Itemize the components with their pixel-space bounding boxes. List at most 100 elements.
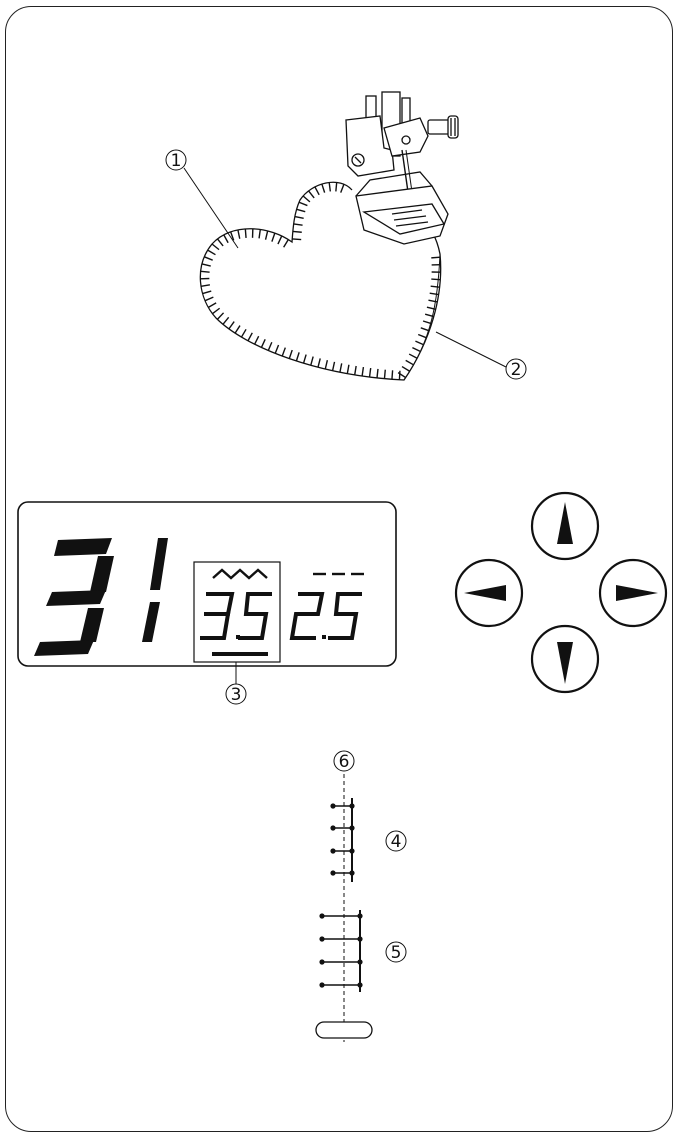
stitch-tick	[264, 230, 269, 240]
callout-5: 5	[385, 941, 407, 963]
width-zigzag-icon	[212, 568, 268, 580]
callout-6: 6	[333, 750, 355, 772]
stitch-tick	[391, 370, 394, 380]
heart-shape	[199, 181, 442, 381]
stitch-tick	[202, 290, 212, 295]
stitch-tick	[331, 361, 336, 371]
stitch-tick	[204, 296, 214, 302]
stitch-tick	[200, 284, 211, 287]
stitch-tick	[339, 363, 343, 373]
stitch-tick	[429, 292, 439, 296]
needle-drop-point	[330, 870, 336, 876]
stitch-tick	[430, 285, 440, 288]
callout-2: 2	[435, 331, 527, 380]
triangle-up-icon	[557, 502, 573, 544]
stitch-tick	[408, 353, 418, 359]
svg-text:3: 3	[231, 685, 242, 705]
stitch-tick	[298, 201, 308, 207]
stitch-tick	[415, 340, 424, 346]
stitch-tick	[376, 368, 379, 378]
stitch-tick	[397, 372, 407, 379]
stitch-tick	[340, 183, 345, 193]
callout-3: 3	[225, 662, 247, 705]
stitch-tick	[424, 313, 434, 318]
needle-drop-point	[319, 936, 325, 942]
needle-drop-point	[357, 959, 363, 965]
needle-drop-point	[357, 936, 363, 942]
needle-drop-point	[330, 803, 336, 809]
stitch-length-digits	[289, 592, 362, 640]
needle-drop-point	[357, 982, 363, 988]
svg-text:1: 1	[171, 151, 182, 171]
left-arrow-button[interactable]	[454, 558, 524, 628]
needle-drop-point	[349, 848, 355, 854]
stitch-tick	[247, 332, 253, 342]
thread-line	[403, 253, 441, 381]
stitch-tick	[420, 327, 430, 332]
stitch-tick	[294, 215, 304, 219]
stitch-tick	[295, 352, 300, 362]
stitch-tick	[383, 369, 386, 379]
svg-text:6: 6	[339, 752, 350, 772]
stitch-tick	[216, 312, 225, 320]
stitch-tick	[274, 344, 280, 354]
needle-drop-point	[330, 825, 336, 831]
stitch-tick	[200, 270, 210, 273]
stitch-tick	[401, 365, 411, 372]
stitch-tick	[368, 367, 372, 378]
stitch-tick	[398, 370, 401, 380]
svg-text:5: 5	[391, 943, 402, 963]
stitch-tick	[431, 278, 441, 281]
stitch-tick	[431, 256, 441, 259]
stitch-tick	[361, 366, 365, 377]
down-arrow-button[interactable]	[530, 624, 600, 694]
stitch-tick	[228, 321, 235, 330]
stitch-tick	[354, 365, 357, 375]
stitch-tick	[267, 341, 273, 351]
stitch-tick	[277, 235, 283, 245]
needle-drop-point	[330, 848, 336, 854]
needle-slot	[315, 1021, 373, 1039]
triangle-down-icon	[557, 642, 573, 684]
lcd-display	[17, 501, 397, 667]
callout-1: 1	[165, 149, 239, 249]
stitch-tick	[296, 208, 306, 213]
triangle-right-icon	[616, 585, 658, 601]
stitch-tick	[254, 335, 260, 345]
needle-drop-point	[349, 870, 355, 876]
stitch-tick	[292, 230, 302, 233]
stitch-tick	[335, 182, 338, 192]
stitch-tick	[308, 190, 315, 199]
stitch-tick	[426, 306, 436, 310]
stitch-tick	[293, 223, 303, 226]
stitch-tick	[314, 186, 320, 196]
stitch-tick	[328, 182, 332, 192]
right-arrow-button[interactable]	[598, 558, 668, 628]
stitch-tick	[321, 183, 326, 193]
stitch-tick	[230, 231, 235, 241]
svg-text:2: 2	[511, 360, 522, 380]
needle-drop-point	[349, 825, 355, 831]
stitch-tick	[428, 299, 438, 303]
stitch-tick	[324, 360, 329, 370]
stitch-tick	[260, 338, 266, 348]
stitch-tick	[281, 347, 286, 357]
stitch-tick	[211, 243, 220, 251]
stitch-tick	[310, 356, 314, 366]
needle-drop-point	[349, 803, 355, 809]
triangle-left-icon	[464, 585, 506, 601]
needle-drop-point	[319, 959, 325, 965]
up-arrow-button[interactable]	[530, 491, 600, 561]
stitch-tick	[237, 229, 241, 239]
stitch-tick	[240, 328, 247, 338]
stitch-tick	[244, 228, 247, 238]
stitch-tick	[412, 347, 421, 353]
stitch-tick	[422, 320, 432, 325]
stitch-tick	[346, 364, 350, 374]
svg-text:4: 4	[391, 832, 402, 852]
needle-drop-point	[319, 982, 325, 988]
stitch-tick	[405, 359, 414, 366]
stitch-tick	[216, 238, 224, 247]
stitch-tick	[292, 238, 302, 241]
stitch-tick	[212, 307, 221, 315]
